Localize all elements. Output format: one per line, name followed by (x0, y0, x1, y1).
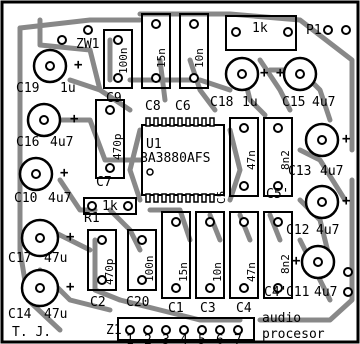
plus-c13: + (342, 131, 351, 147)
value-c7: 470p (111, 133, 124, 161)
ic-pins (145, 117, 215, 203)
plus-c14: + (66, 279, 75, 295)
label-c19: C19 (16, 81, 40, 96)
value-c4-prime: 8n2 (279, 254, 292, 274)
value-c8: 15n (155, 48, 168, 68)
resistor-label: R1 (84, 211, 100, 226)
plus-c12: + (342, 193, 351, 209)
label-c16: C16 (16, 135, 40, 150)
title-line-2: procesor (262, 327, 325, 342)
label-c5-prime: C5' (266, 187, 290, 202)
value-c13: 4u7 (320, 164, 344, 179)
value-c20: 100n (143, 255, 156, 283)
top-resistor-value: 1k (252, 21, 268, 36)
label-c12: C12 (286, 223, 310, 238)
plus-c11: + (292, 253, 301, 269)
ic-pin1-marker (146, 168, 154, 176)
label-c13: C13 (288, 164, 312, 179)
plus-c16: + (70, 111, 79, 127)
label-c20: C20 (126, 295, 150, 310)
connector-pin-1: 1 (126, 333, 134, 344)
label-c2: C2 (90, 295, 106, 310)
value-c16: 4u7 (50, 135, 74, 150)
value-c17: 47u (44, 251, 68, 266)
value-c10: 4u7 (48, 191, 72, 206)
connector-label: Z1 (106, 323, 122, 338)
label-c17: C17 (8, 251, 32, 266)
label-c11: C11 (286, 285, 310, 300)
jumper-label: ZW1 (76, 37, 100, 52)
label-c14: C14 (8, 307, 32, 322)
value-c4: 47n (245, 262, 258, 282)
label-c6: C6 (175, 99, 191, 114)
plus-c18: + (260, 65, 269, 81)
power-pad-label: P1 (306, 23, 322, 38)
label-c18: C18 (210, 95, 234, 110)
value-c5-prime: 8n2 (279, 150, 292, 170)
title-line-1: audio (262, 311, 302, 326)
resistor-value: 1k (102, 199, 118, 214)
label-c10: C10 (14, 191, 38, 206)
ic-part-number: BA3880AFS (140, 151, 211, 166)
label-c15: C15 (282, 95, 306, 110)
value-c9: 100n (117, 47, 130, 75)
value-c14: 47u (44, 307, 68, 322)
value-c1: 15n (177, 262, 190, 282)
label-c3: C3 (200, 301, 216, 316)
solder-pads (31, 19, 353, 335)
plus-c10: + (60, 165, 69, 181)
value-c3: 10n (211, 262, 224, 282)
connector-pin-2: 2 (144, 333, 152, 344)
value-c18: 1u (242, 95, 258, 110)
connector-pin-6: 6 (216, 333, 224, 344)
label-c4-prime: C4' (264, 285, 288, 300)
ic-ref: U1 (146, 137, 162, 152)
value-c15: 4u7 (312, 95, 336, 110)
label-c4: C4 (236, 301, 252, 316)
value-c12: 4u7 (316, 223, 340, 238)
value-c5: 47n (245, 150, 258, 170)
connector-pin-3: 3 (162, 333, 170, 344)
plus-c19: + (74, 57, 83, 73)
connector-pin-7: 7 (234, 333, 242, 344)
plus-c17: + (66, 229, 75, 245)
value-c11: 4u7 (314, 285, 338, 300)
label-c9: C9 (106, 91, 122, 106)
connector-pin-5: 5 (198, 333, 206, 344)
value-c2: 470p (103, 258, 116, 286)
label-c8: C8 (145, 99, 161, 114)
value-c19: 1u (60, 81, 76, 96)
label-c1: C1 (168, 301, 184, 316)
component-bodies (83, 13, 297, 341)
label-c7: C7 (96, 175, 112, 190)
value-c6: 10n (193, 48, 206, 68)
label-c5: C5 (215, 190, 228, 204)
plus-c15: + (276, 65, 285, 81)
author-initials: T. J. (12, 325, 52, 340)
connector-pin-4: 4 (180, 333, 188, 344)
